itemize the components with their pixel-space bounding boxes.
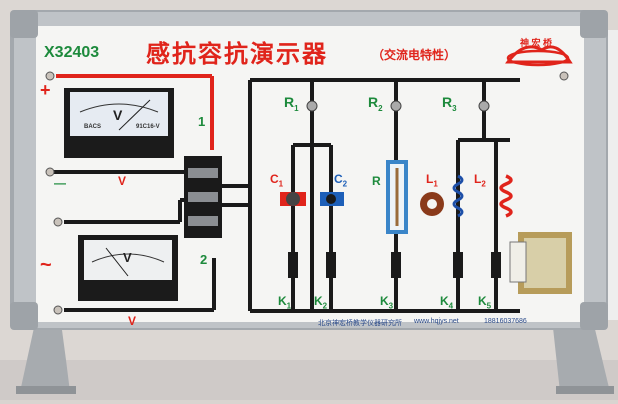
logo (505, 45, 573, 67)
capacitor-c1 (280, 192, 306, 206)
logo-text: 神 宏 桥 (520, 38, 553, 48)
wiring (50, 78, 520, 313)
label-k1: K1 (278, 294, 292, 311)
footer-web: www.hqjys.net (414, 318, 459, 325)
dc-voltmeter (64, 88, 174, 158)
label-c1: C1 (270, 172, 284, 189)
resistor-r (386, 160, 408, 234)
footer-phone: 18816037686 (484, 318, 527, 325)
dc-meter-brand: BACS (84, 124, 102, 130)
terminal-plus: + (40, 80, 51, 100)
label-l2: L2 (474, 172, 486, 189)
knife-switches (288, 252, 501, 278)
label-l1: L1 (426, 172, 438, 189)
inductor-l1 (420, 174, 464, 218)
wiring-red (56, 74, 214, 150)
ac-meter-unit: V (123, 250, 132, 265)
ac-voltmeter (78, 235, 178, 301)
dc-meter-model: 91C16-V (136, 124, 160, 130)
label-r: R (372, 174, 381, 188)
label-r1: R1 (284, 94, 299, 113)
resistor-posts (306, 100, 490, 112)
capacitor-c2 (320, 192, 344, 206)
label-k2: K2 (314, 294, 328, 311)
label-k3: K3 (380, 294, 394, 311)
label-k5: K5 (478, 294, 492, 311)
terminal-ac: ~ (40, 254, 52, 276)
model-number: X32403 (44, 44, 100, 61)
label-c2: C2 (334, 172, 348, 189)
board-subtitle: （交流电特性） (372, 48, 457, 62)
ac-v-label: V (128, 314, 137, 328)
table (0, 360, 618, 400)
transformer-core (509, 232, 572, 294)
inductor-l2 (499, 174, 513, 218)
dc-meter-unit: V (113, 107, 123, 123)
label-k4: K4 (440, 294, 454, 311)
board-title: 感抗容抗演示器 (146, 41, 328, 68)
switch-label-2: 2 (200, 252, 208, 267)
selector-switch (184, 156, 222, 238)
switch-label-1: 1 (198, 114, 206, 129)
terminal-minus: — (54, 176, 66, 190)
footer-company: 北京神宏桥教学仪器研究所 (318, 320, 402, 327)
dc-v-label: V (118, 174, 127, 188)
terminals (45, 71, 569, 315)
label-r3: R3 (442, 94, 457, 113)
label-r2: R2 (368, 94, 383, 113)
